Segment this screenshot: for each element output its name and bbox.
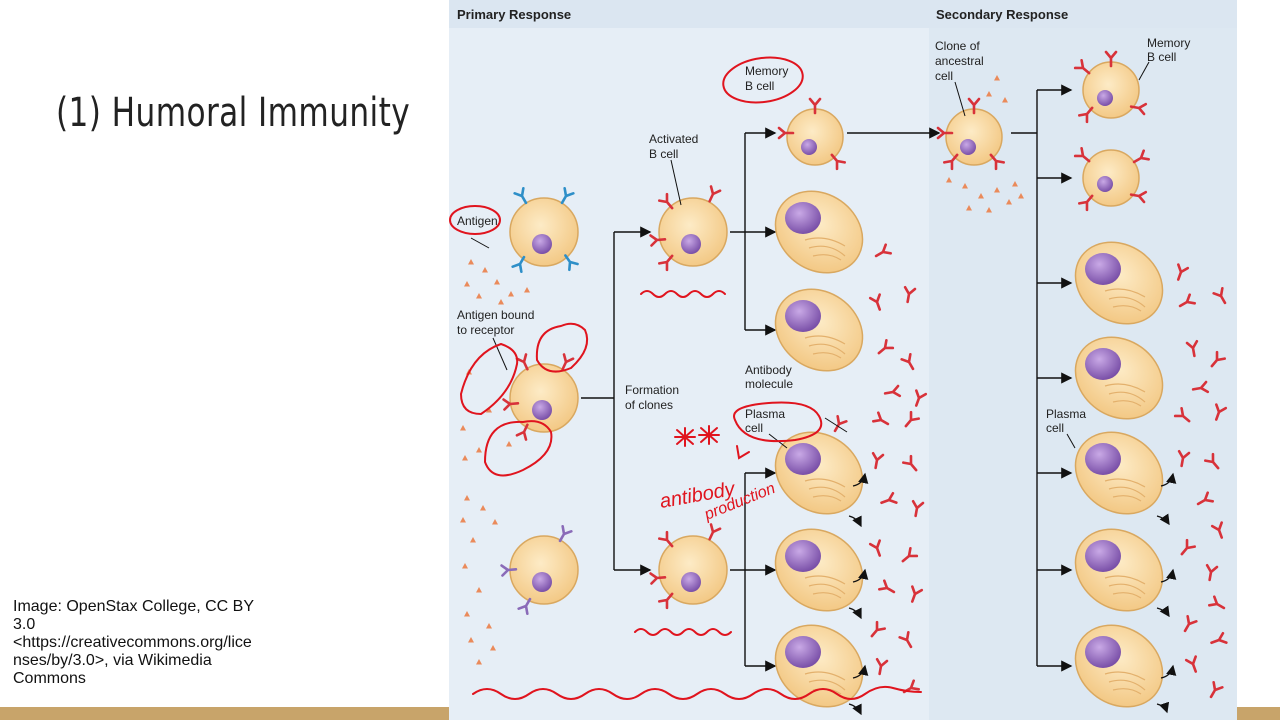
label-antibody-1: Antibody: [745, 363, 792, 377]
immune-response-diagram: Primary Response Secondary Response: [449, 0, 1237, 725]
secretion-arrows: [848, 472, 1177, 716]
label-clone-1: Clone of: [935, 39, 980, 53]
label-activated-2: B cell: [649, 147, 678, 161]
handwritten-annotations: [449, 56, 922, 700]
asterisk-2: [698, 425, 720, 445]
label-activated-1: Activated: [649, 132, 698, 146]
label-antibody-2: molecule: [745, 377, 793, 391]
label-formation-2: of clones: [625, 398, 673, 412]
credit-line: Commons: [13, 670, 86, 687]
clone-ancestral-cell: [936, 97, 1005, 171]
bound-receptor-circle-1: [459, 343, 519, 416]
handwritten-arrow: [736, 445, 750, 460]
diagram-labels: Antigen Antigen bound to receptor Activa…: [457, 36, 1190, 435]
secondary-branch-lines: [1011, 84, 1073, 672]
credit-line: Image: OpenStax College, CC BY: [13, 598, 255, 615]
label-plasma-2: cell: [745, 421, 763, 435]
label-memory-1: Memory: [745, 64, 788, 78]
label-antigen-bound-1: Antigen bound: [457, 308, 534, 322]
label-clone-3: cell: [935, 69, 953, 83]
label-antigen: Antigen: [457, 214, 498, 228]
squiggle-lower: [634, 628, 732, 636]
slide-title: (1) Humoral Immunity: [56, 90, 411, 136]
diagram-canvas: Primary Response Secondary Response: [449, 0, 1237, 725]
credit-line: nses/by/3.0>, via Wikimedia: [13, 652, 212, 669]
credit-line: 3.0: [13, 616, 36, 633]
secondary-response-header: Secondary Response: [936, 7, 1068, 22]
asterisk-1: [674, 427, 696, 447]
label-formation-1: Formation: [625, 383, 679, 397]
label-memory-2: B cell: [745, 79, 774, 93]
label-sec-memory-2: B cell: [1147, 50, 1176, 64]
squiggle-bottom: [472, 685, 922, 700]
bound-receptor-circle-3: [483, 420, 553, 477]
secondary-memory-b-cell-2: [1073, 147, 1150, 212]
label-sec-plasma-1: Plasma: [1046, 407, 1086, 421]
secondary-memory-b-cell: [1073, 50, 1148, 124]
label-antigen-bound-2: to receptor: [457, 323, 514, 337]
label-sec-plasma-2: cell: [1046, 421, 1064, 435]
primary-branch-lines: [581, 127, 941, 672]
memory-b-cell: [777, 97, 846, 171]
credit-line: <https://creativecommons.org/lice: [13, 634, 252, 651]
plasma-circle: [733, 401, 823, 443]
label-leader-lines: [470, 61, 1150, 449]
image-credit: Image: OpenStax College, CC BY 3.0 <http…: [13, 598, 313, 688]
memory-circle: [722, 56, 804, 104]
primary-response-header: Primary Response: [457, 7, 571, 22]
antigen-circle: [449, 205, 501, 235]
squiggle-activated: [640, 290, 726, 298]
label-sec-memory-1: Memory: [1147, 36, 1190, 50]
bound-receptor-circle-2: [535, 322, 589, 373]
label-plasma-1: Plasma: [745, 407, 785, 421]
label-clone-2: ancestral: [935, 54, 984, 68]
